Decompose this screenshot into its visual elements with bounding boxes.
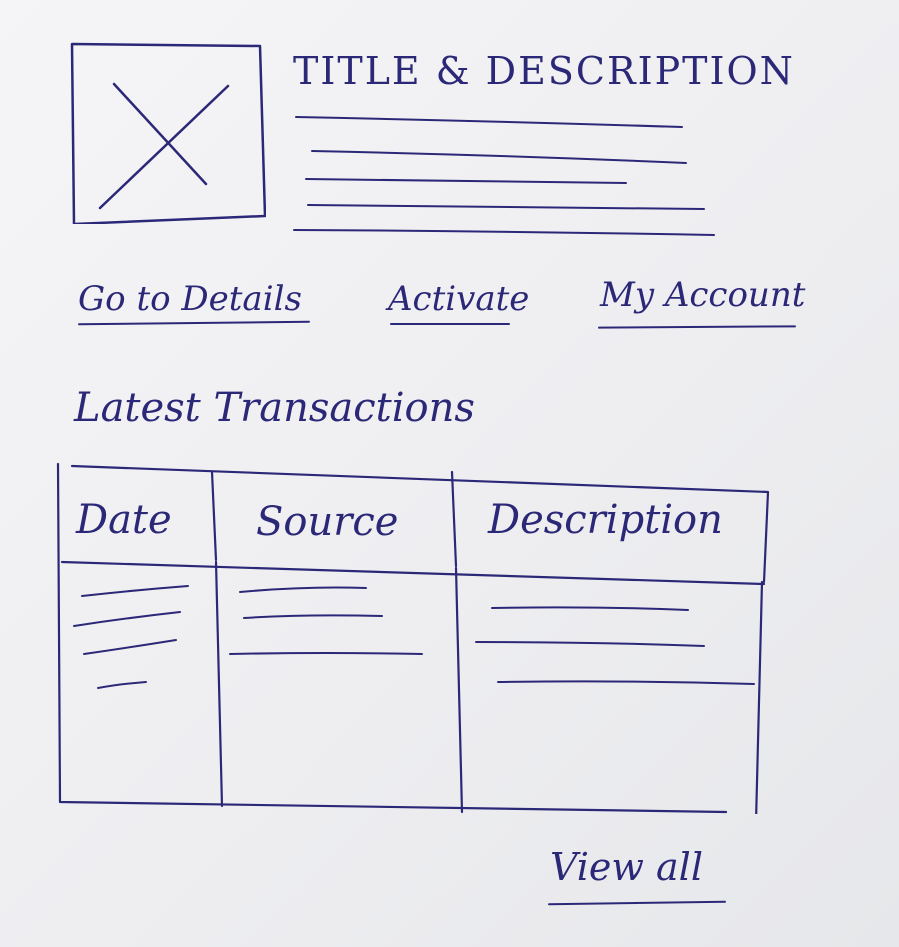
my-account-link[interactable]: My Account (600, 275, 806, 315)
transactions-table (56, 462, 770, 814)
my-account-underline (597, 325, 797, 329)
transactions-title: Latest Transactions (74, 385, 475, 431)
column-header-source: Source (256, 499, 399, 545)
activate-link[interactable]: Activate (388, 279, 530, 319)
product-image-icon (70, 42, 266, 224)
go-to-details-underline (77, 320, 311, 326)
column-header-date: Date (76, 497, 172, 543)
product-title: TITLE & DESCRIPTION (293, 49, 795, 93)
view-all-link[interactable]: View all (550, 845, 703, 889)
go-to-details-link[interactable]: Go to Details (78, 279, 302, 319)
column-header-description: Description (488, 497, 723, 543)
activate-underline (390, 323, 510, 325)
view-all-underline (547, 900, 727, 906)
product-description (293, 116, 715, 236)
